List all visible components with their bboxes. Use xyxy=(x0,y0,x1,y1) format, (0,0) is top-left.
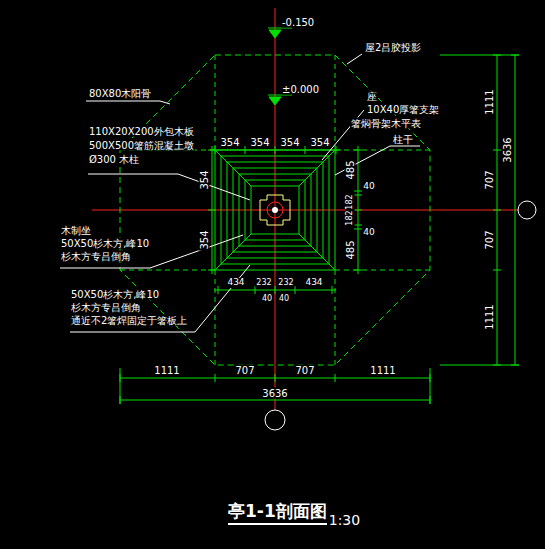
dimension-text: 354 xyxy=(309,137,330,148)
dimension-text: ±0.000 xyxy=(281,84,320,95)
note-text: 屋2吕胶投影 xyxy=(364,42,422,53)
dimension-text: 485 xyxy=(345,239,356,260)
note-text: 杉木方专吕倒角 xyxy=(70,302,142,313)
note-text: 杉木方专吕倒角 xyxy=(60,251,132,262)
note-text: 木制坐 xyxy=(60,225,92,236)
axis-bubble xyxy=(518,201,536,219)
dimension-text: -0.150 xyxy=(281,17,315,28)
leader-lines xyxy=(60,54,420,332)
level-marker xyxy=(269,30,281,38)
note-text: 柱干 xyxy=(392,134,414,145)
dimension-text: 434 xyxy=(304,278,323,288)
plinth-steps xyxy=(215,150,335,270)
axis-bubble xyxy=(265,410,285,430)
note-text: 500X500箸筋混凝土墩 xyxy=(88,140,195,151)
dimension-lines xyxy=(120,55,519,404)
dimension-text: 182 xyxy=(346,193,355,210)
dimension-text: 1111 xyxy=(484,88,495,115)
plinth-hip xyxy=(299,150,335,186)
drawing-title: 亭1-1剖面图 xyxy=(228,500,327,525)
dimension-text: 354 xyxy=(199,229,210,250)
dimension-text: 40 xyxy=(278,295,290,304)
dimension-text: 1111 xyxy=(369,365,396,376)
dimension-text: 354 xyxy=(279,137,300,148)
timber-column xyxy=(260,195,290,225)
dimension-text: 707 xyxy=(484,229,495,250)
note-text: 通近不2箸焊固定于箸板上 xyxy=(70,315,188,326)
plinth-step xyxy=(245,180,305,240)
dimension-text: 354 xyxy=(199,169,210,190)
dimension-text: 232 xyxy=(277,279,294,288)
plinth-hip xyxy=(215,234,251,270)
dimension-text: 707 xyxy=(484,169,495,190)
plinth-step xyxy=(251,186,299,234)
dimension-text: 434 xyxy=(226,278,245,288)
dimension-text: 3636 xyxy=(502,136,513,163)
dimension-text: 485 xyxy=(345,159,356,180)
note-text: 110X20X200外包木板 xyxy=(88,126,195,137)
note-text: 座 xyxy=(366,91,378,102)
dimension-text: 354 xyxy=(219,137,240,148)
note-text: 10X40厚箸支架 xyxy=(366,104,440,115)
note-text: 50X50杉木方,峰10 xyxy=(70,289,160,300)
plinth-step xyxy=(215,150,335,270)
dimension-text: 3636 xyxy=(261,388,288,399)
dimension-text: 40 xyxy=(362,182,375,192)
dimension-text: 232 xyxy=(255,279,272,288)
level-marker xyxy=(269,97,281,105)
plinth-hip xyxy=(215,150,251,186)
dimension-text: 707 xyxy=(234,365,255,376)
dimension-text: 40 xyxy=(362,228,375,238)
dimension-text: 707 xyxy=(294,365,315,376)
scale-caption: 1:30 xyxy=(329,512,360,528)
dimension-text: 1111 xyxy=(484,303,495,330)
plinth-hip xyxy=(299,234,335,270)
dimension-text: 40 xyxy=(261,295,273,304)
note-text: Ø300 木柱 xyxy=(88,154,140,165)
dimension-text: 1111 xyxy=(153,365,180,376)
note-text: 80X80木阳骨 xyxy=(88,88,152,99)
note-text: 50X50杉木方,峰10 xyxy=(60,238,150,249)
dimension-text: 182 xyxy=(346,209,355,226)
dimension-text: 354 xyxy=(249,137,270,148)
note-text: 箸焖骨架木平表 xyxy=(350,118,422,129)
